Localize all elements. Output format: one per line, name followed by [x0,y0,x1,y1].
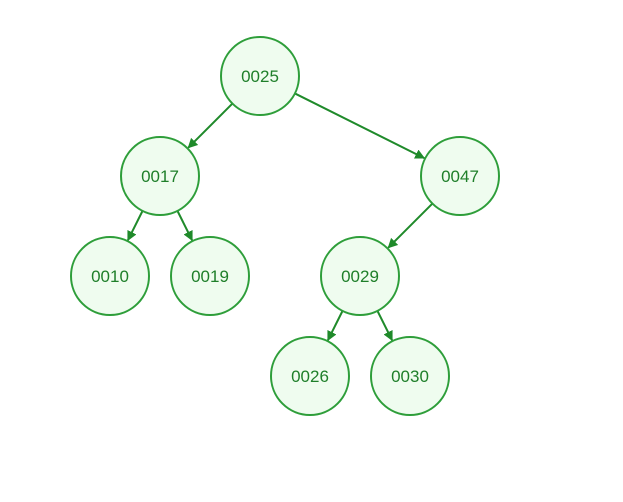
tree-node-0026: 0026 [270,336,350,416]
tree-node-0047: 0047 [420,136,500,216]
node-circle [370,336,450,416]
edge-n29-n26 [326,310,344,342]
node-label: 0017 [141,167,179,186]
nodes-layer: 0025 0017 0047 0010 0019 0029 0026 0030 [70,36,500,416]
edge-n29-n30 [376,310,394,342]
node-circle [120,136,200,216]
edge-n47-n29 [387,202,434,249]
edge-n17-n19 [176,210,194,242]
edge-n17-n10 [126,210,144,242]
node-label: 0025 [241,67,279,86]
node-label: 0019 [191,267,229,286]
node-circle [320,236,400,316]
edge-n25-n17 [187,102,234,149]
node-circle [420,136,500,216]
node-circle [220,36,300,116]
node-circle [70,236,150,316]
node-label: 0026 [291,367,329,386]
edge-n25-n47 [294,92,426,160]
node-circle [170,236,250,316]
tree-node-0030: 0030 [370,336,450,416]
node-label: 0030 [391,367,429,386]
node-label: 0010 [91,267,129,286]
tree-node-0017: 0017 [120,136,200,216]
tree-node-0010: 0010 [70,236,150,316]
tree-node-0025: 0025 [220,36,300,116]
tree-node-0029: 0029 [320,236,400,316]
edges-layer [126,92,434,342]
node-label: 0047 [441,167,479,186]
node-label: 0029 [341,267,379,286]
tree-node-0019: 0019 [170,236,250,316]
node-circle [270,336,350,416]
